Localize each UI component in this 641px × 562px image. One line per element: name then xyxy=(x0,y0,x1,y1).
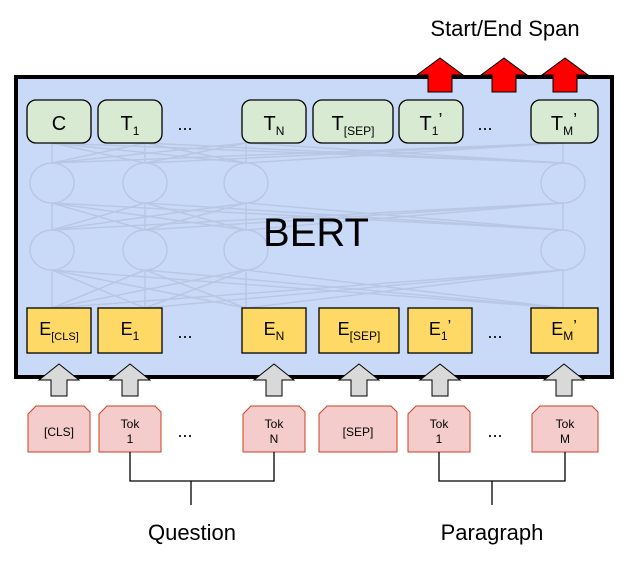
output-box-2: TN xyxy=(241,99,307,144)
svg-text:Tok: Tok xyxy=(556,417,576,431)
hidden-network xyxy=(29,142,586,309)
svg-text:N: N xyxy=(270,432,279,446)
svg-text:E[CLS]: E[CLS] xyxy=(39,319,79,343)
svg-text:1: 1 xyxy=(436,432,443,446)
network-edge xyxy=(144,202,564,231)
bert-label: BERT xyxy=(263,211,369,255)
network-edge xyxy=(144,142,247,164)
svg-text:T[SEP]: T[SEP] xyxy=(332,113,375,138)
svg-text:E[SEP]: E[SEP] xyxy=(338,319,381,343)
embedding-box-4: E1’ xyxy=(407,307,473,354)
output-box-3: T[SEP] xyxy=(312,99,394,144)
svg-text:EN: EN xyxy=(264,319,285,343)
paragraph-label: Paragraph xyxy=(441,520,544,545)
network-edge xyxy=(144,269,247,309)
svg-text:Tok: Tok xyxy=(121,417,141,431)
token-row: [CLS] Tok 1 ... Tok N [SEP] Tok 1 ... To… xyxy=(27,405,599,453)
svg-text:[CLS]: [CLS] xyxy=(44,425,74,439)
question-bracket xyxy=(129,452,275,505)
output-box-5: TM’ xyxy=(530,99,599,144)
network-edge xyxy=(144,142,564,164)
network-edge xyxy=(51,142,247,164)
network-edge xyxy=(51,202,146,231)
question-label: Question xyxy=(148,520,236,545)
network-node xyxy=(29,162,75,204)
svg-text:EM’: EM’ xyxy=(551,318,577,343)
svg-text:TM’: TM’ xyxy=(551,110,577,138)
embedding-box-2: EN xyxy=(241,307,307,354)
paragraph-bracket xyxy=(438,452,566,505)
span-arrows xyxy=(415,57,590,93)
input-arrow-3 xyxy=(337,363,381,397)
embedding-row: E[CLS] E1 ... EN E[SEP] E1’ ... EM’ xyxy=(26,307,599,354)
output-ellipsis-2: ... xyxy=(477,114,492,134)
svg-text:Tok: Tok xyxy=(430,417,450,431)
output-box-1: T1 xyxy=(97,99,163,144)
token-ellipsis-1: ... xyxy=(177,421,192,441)
network-node xyxy=(540,162,586,204)
svg-text:T1’: T1’ xyxy=(420,110,443,138)
token-box-1: Tok 1 xyxy=(98,405,162,453)
network-node xyxy=(223,162,269,204)
input-arrow-0 xyxy=(37,363,81,397)
svg-text:Tok: Tok xyxy=(265,417,285,431)
network-edge xyxy=(51,202,247,231)
network-node xyxy=(223,229,269,271)
output-ellipsis-1: ... xyxy=(177,114,192,134)
token-box-4: Tok 1 xyxy=(407,405,471,453)
token-box-5: Tok M xyxy=(531,405,599,453)
network-edge xyxy=(245,269,564,309)
input-arrow-2 xyxy=(252,363,296,397)
token-box-2: Tok N xyxy=(242,405,306,453)
svg-text:C: C xyxy=(52,113,66,135)
svg-text:M: M xyxy=(560,432,570,446)
network-node xyxy=(29,229,75,271)
input-arrow-1 xyxy=(108,363,152,397)
network-edge xyxy=(245,142,564,164)
network-edge xyxy=(51,269,564,309)
network-edge xyxy=(245,202,564,231)
svg-text:1: 1 xyxy=(127,432,134,446)
svg-text:TN: TN xyxy=(264,113,285,138)
embedding-ellipsis-1: ... xyxy=(177,322,192,342)
network-edge xyxy=(144,269,564,309)
svg-text:T1: T1 xyxy=(121,113,140,138)
network-edge xyxy=(51,142,146,164)
svg-text:[SEP]: [SEP] xyxy=(343,425,374,439)
token-box-0: [CLS] xyxy=(27,405,91,453)
embedding-box-1: E1 xyxy=(97,307,163,354)
svg-text:E1’: E1’ xyxy=(429,318,451,343)
embedding-box-5: EM’ xyxy=(530,307,599,354)
output-box-4: T1’ xyxy=(398,99,464,144)
network-node xyxy=(540,229,586,271)
title: Start/End Span xyxy=(430,16,579,41)
embedding-ellipsis-2: ... xyxy=(487,322,502,342)
svg-text:E1: E1 xyxy=(121,319,140,343)
token-box-3: [SEP] xyxy=(318,405,398,453)
network-edge xyxy=(51,269,146,309)
network-edge xyxy=(144,202,247,231)
span-arrow-3 xyxy=(540,57,590,93)
network-node xyxy=(122,162,168,204)
output-box-0: C xyxy=(26,99,92,144)
output-row: C T1 ... TN T[SEP] T1’ ... TM’ xyxy=(26,99,599,144)
token-ellipsis-2: ... xyxy=(487,421,502,441)
input-arrow-4 xyxy=(418,363,462,397)
input-arrows xyxy=(37,363,586,397)
span-arrow-2 xyxy=(479,57,529,93)
network-node xyxy=(122,229,168,271)
embedding-box-3: E[SEP] xyxy=(318,307,400,354)
network-edge xyxy=(51,269,247,309)
input-arrow-5 xyxy=(542,363,586,397)
span-arrow-1 xyxy=(415,57,465,93)
network-edge xyxy=(51,202,564,231)
embedding-box-0: E[CLS] xyxy=(26,307,92,354)
